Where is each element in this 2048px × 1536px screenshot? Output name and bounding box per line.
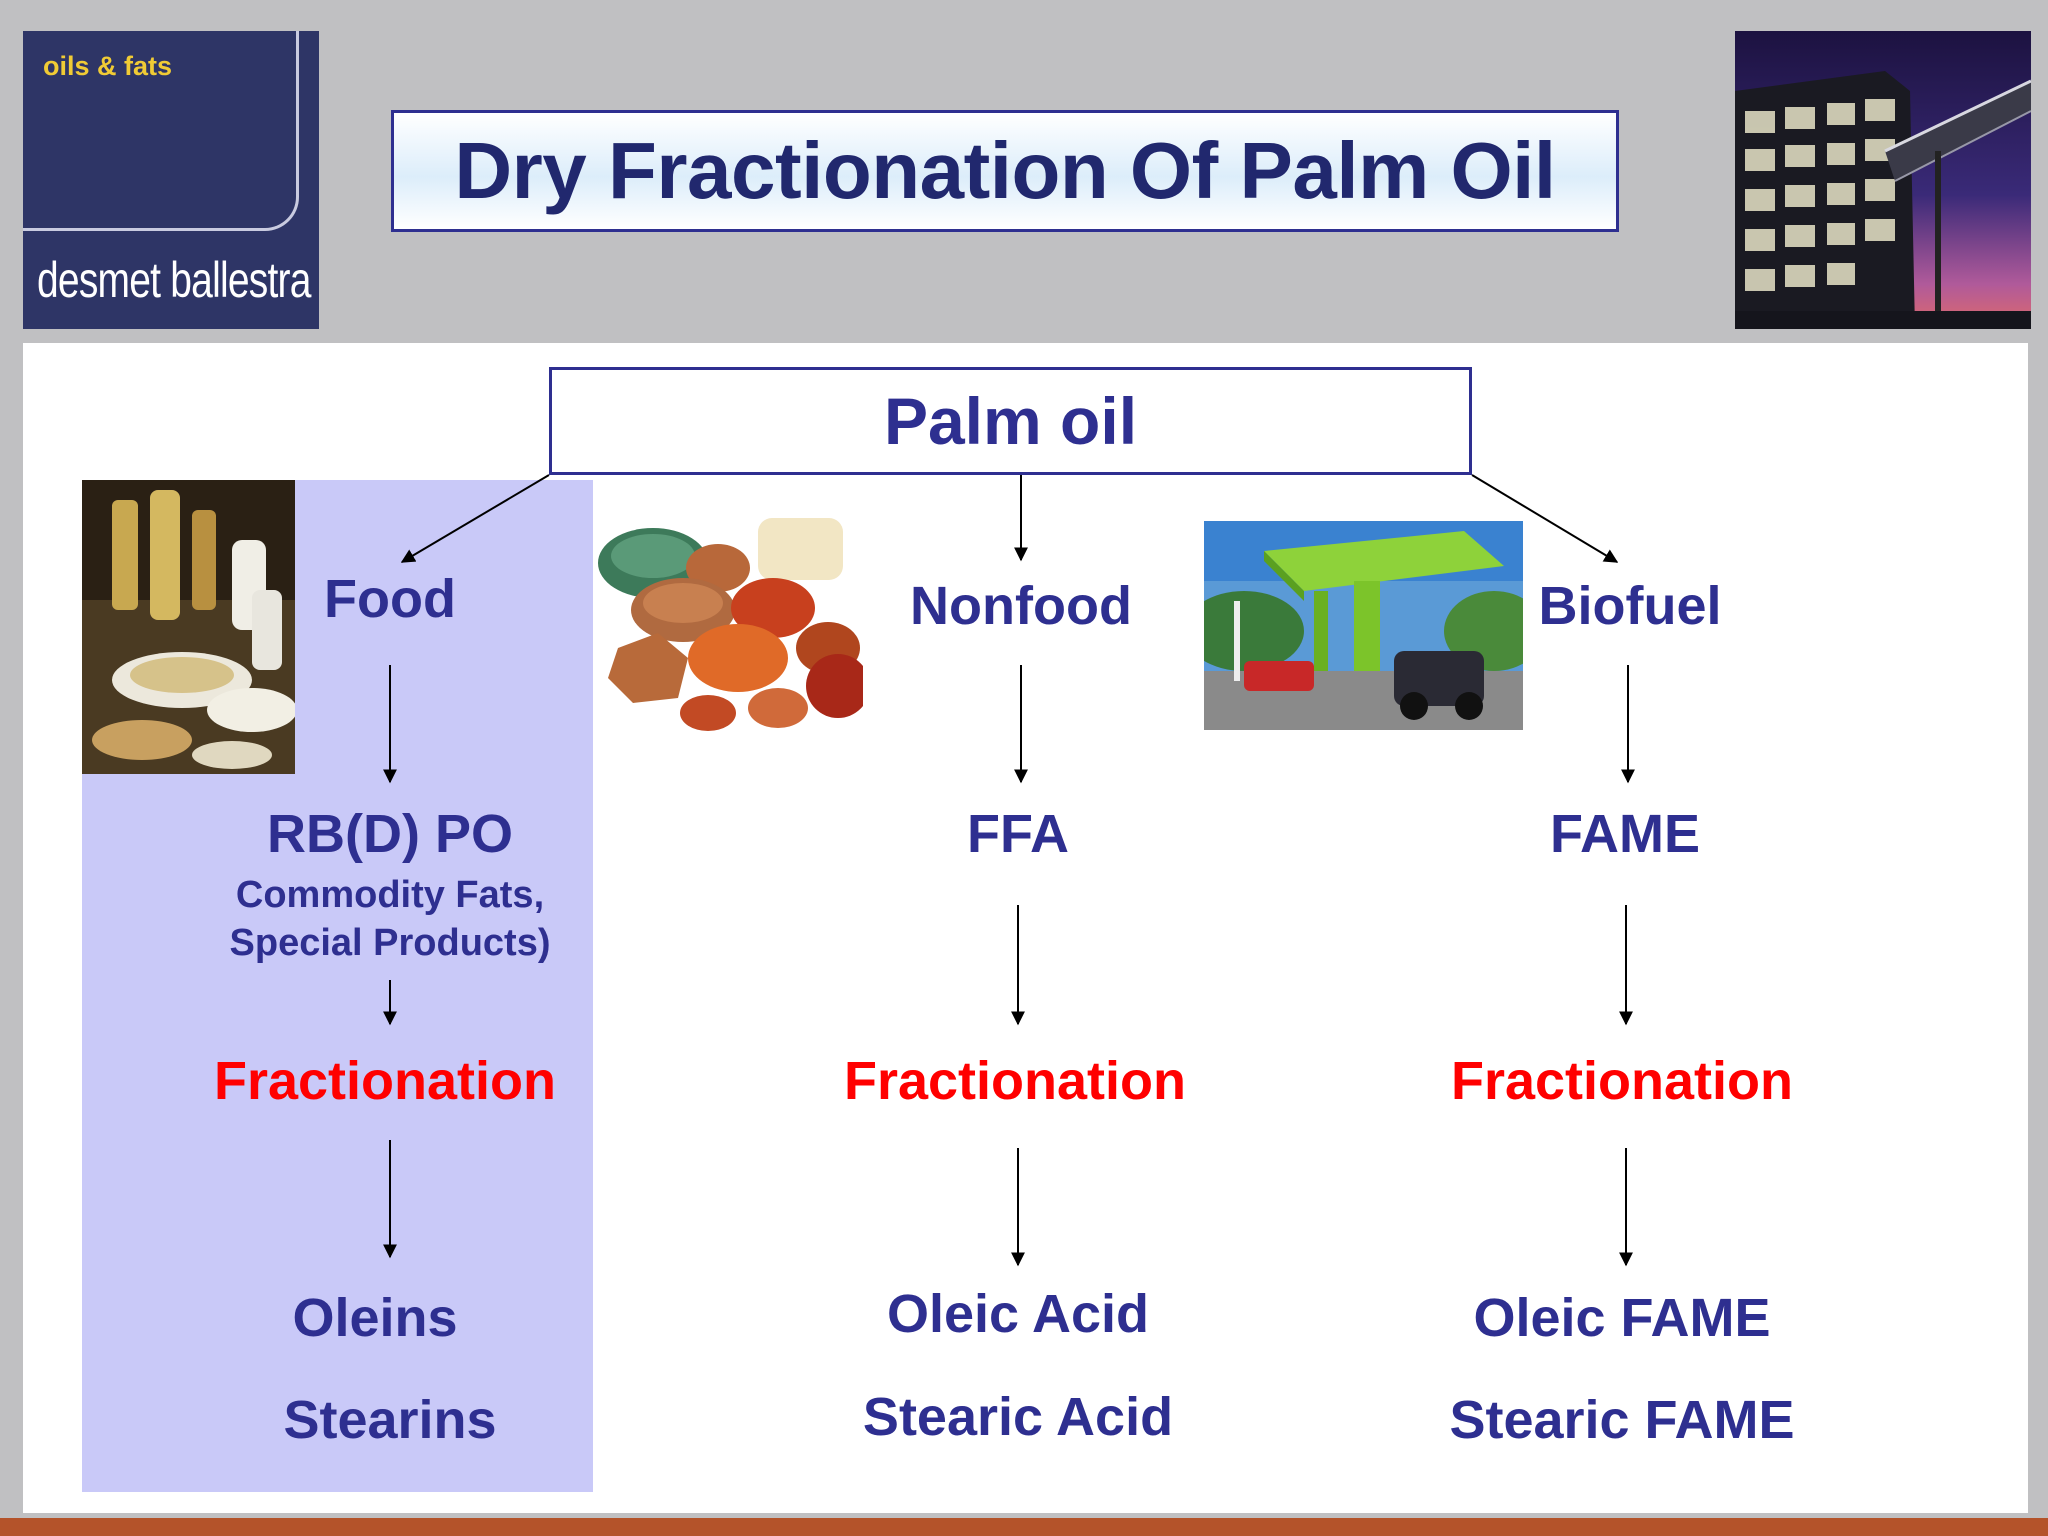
biofuel-fractionation-label: Fractionation [1450,1051,1794,1111]
fuel-station-photo [1204,521,1523,730]
food-category-label: Food [324,569,456,629]
logo-tagline: oils & fats [43,51,173,81]
food-products-photo [82,480,295,774]
logo-brand: desmet ballestra [37,252,311,308]
root-node-box: Palm oil [549,367,1472,475]
stearic-fame-label: Stearic FAME [1449,1390,1795,1450]
stearic-acid-label: Stearic Acid [862,1387,1174,1447]
rbdpo-note-line2: Special Products) [229,922,551,964]
nonfood-category-label: Nonfood [910,576,1132,636]
rbdpo-label: RB(D) PO [267,804,513,864]
biofuel-category-label: Biofuel [1538,576,1722,636]
oleins-label: Oleins [292,1288,458,1348]
oleic-acid-label: Oleic Acid [886,1284,1150,1344]
stearins-label: Stearins [283,1390,497,1450]
nonfood-fractionation-label: Fractionation [843,1051,1187,1111]
desmet-ballestra-logo: oils & fats desmet ballestra [23,31,319,329]
bottom-accent-bar [0,1518,2048,1536]
fame-label: FAME [1549,804,1701,864]
logo-corner-line [23,31,299,231]
rbdpo-note-line1: Commodity Fats, [235,874,545,916]
slide-title-box: Dry Fractionation Of Palm Oil [391,110,1619,232]
factory-night-photo [1735,31,2031,329]
ffa-label: FFA [967,804,1069,864]
food-fractionation-label: Fractionation [213,1051,557,1111]
root-node-label: Palm oil [883,384,1138,458]
oleic-fame-label: Oleic FAME [1473,1288,1771,1348]
slide-title: Dry Fractionation Of Palm Oil [454,126,1556,215]
soap-bars-photo [598,508,870,740]
